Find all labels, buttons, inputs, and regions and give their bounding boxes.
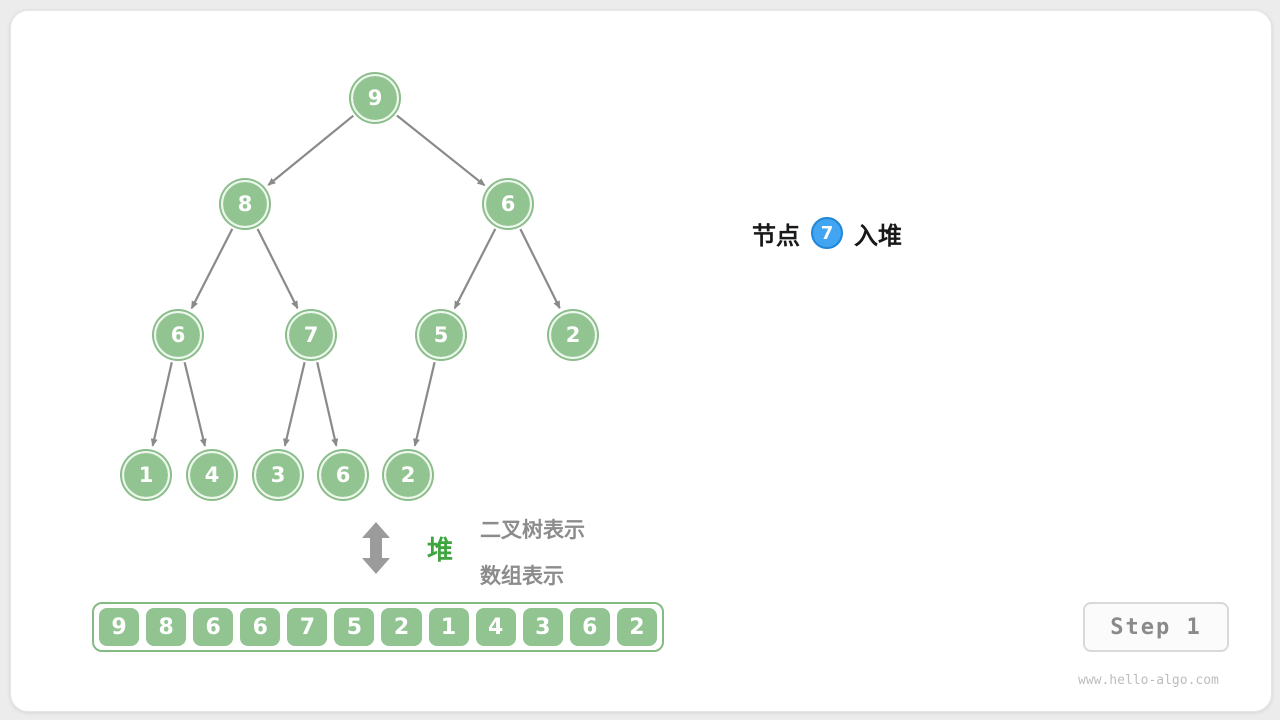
array-cell: 5 [334, 608, 375, 646]
tree-node: 1 [122, 451, 170, 499]
tree-node: 2 [384, 451, 432, 499]
tree-node: 2 [549, 311, 597, 359]
tree-node: 5 [417, 311, 465, 359]
array-cell: 2 [381, 608, 422, 646]
tree-node: 4 [188, 451, 236, 499]
tree-node: 8 [221, 180, 269, 228]
annotation-suffix: 入堆 [854, 221, 902, 250]
array-cell: 1 [428, 608, 469, 646]
watermark: www.hello-algo.com [1078, 673, 1219, 688]
array-cell: 8 [146, 608, 187, 646]
array-cell: 3 [522, 608, 563, 646]
diagram-card [10, 10, 1272, 712]
array-cell: 9 [99, 608, 140, 646]
tree-node: 3 [254, 451, 302, 499]
array-representation-label: 数组表示 [480, 564, 564, 588]
array-cell: 2 [616, 608, 657, 646]
array-cell: 4 [475, 608, 516, 646]
annotation-prefix: 节点 [752, 221, 800, 250]
tree-node: 6 [154, 311, 202, 359]
step-indicator: Step 1 [1083, 602, 1229, 652]
array-cell: 6 [240, 608, 281, 646]
array-cell: 6 [193, 608, 234, 646]
heap-array: 9 8 6 6 7 5 2 1 4 3 6 2 [92, 602, 664, 652]
annotation: 节点 7 入堆 [752, 214, 902, 252]
heap-label: 堆 [427, 536, 454, 566]
tree-node: 9 [351, 74, 399, 122]
tree-node: 7 [287, 311, 335, 359]
array-cell: 7 [287, 608, 328, 646]
tree-node: 6 [319, 451, 367, 499]
array-cell: 6 [569, 608, 610, 646]
binary-tree-representation-label: 二叉树表示 [480, 518, 585, 542]
tree-node: 6 [484, 180, 532, 228]
inserted-node: 7 [811, 217, 843, 249]
